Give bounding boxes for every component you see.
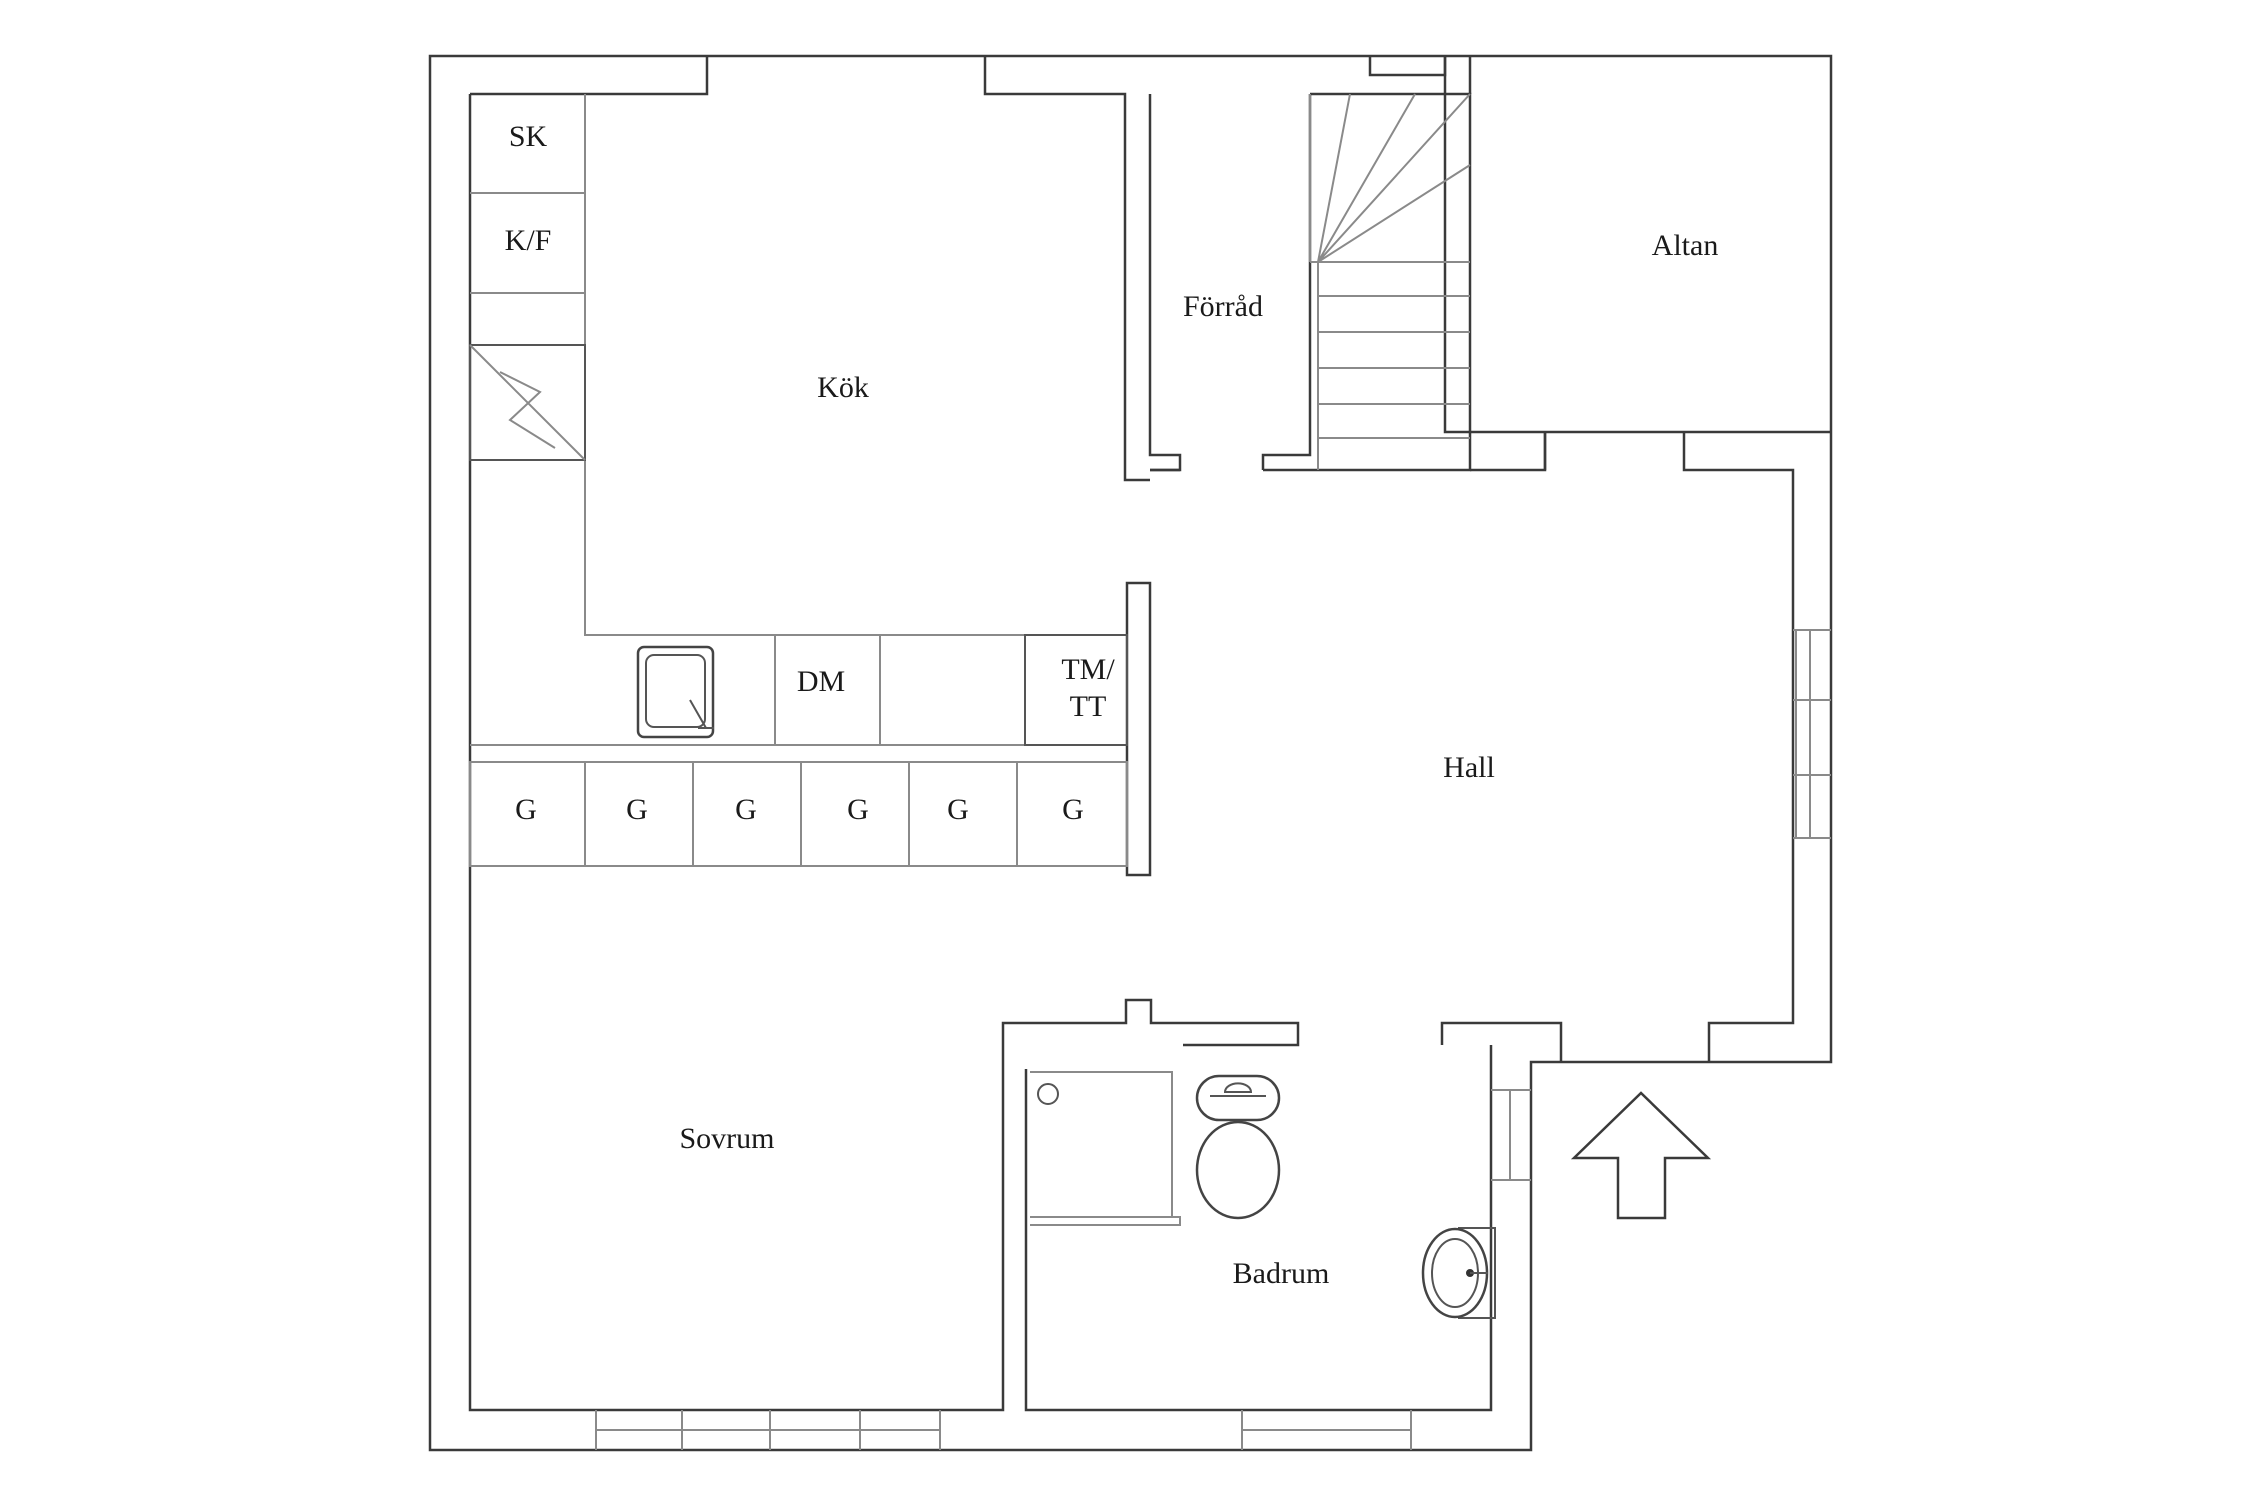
wardrobe-label: G	[847, 793, 869, 826]
label-dm: DM	[797, 665, 845, 698]
wardrobe-labels: G G G G G G	[515, 793, 1084, 826]
room-label-badrum: Badrum	[1233, 1257, 1330, 1290]
wardrobe-label: G	[626, 793, 648, 826]
room-label-kok: Kök	[817, 371, 869, 404]
kitchen-counter-left	[469, 94, 1127, 746]
shower	[1030, 1071, 1181, 1226]
interior-walls	[595, 56, 1831, 1450]
washbasin-icon	[1421, 1227, 1496, 1319]
room-label-forrad: Förråd	[1183, 290, 1263, 323]
staircase	[1309, 93, 1471, 470]
room-label-altan: Altan	[1652, 229, 1719, 262]
wardrobe-label: G	[1062, 793, 1084, 826]
wardrobe-label: G	[515, 793, 537, 826]
label-tt: TT	[1070, 690, 1107, 723]
room-label-sovrum: Sovrum	[679, 1122, 774, 1155]
wardrobe-label: G	[947, 793, 969, 826]
sink-icon	[636, 645, 715, 739]
wardrobe-row	[469, 761, 1128, 867]
drain-icon	[1037, 1083, 1059, 1105]
room-label-hall: Hall	[1443, 751, 1495, 784]
entrance-arrow-icon	[1570, 1091, 1712, 1220]
label-kf: K/F	[505, 224, 552, 257]
label-sk: SK	[509, 120, 548, 153]
wardrobe-label: G	[735, 793, 757, 826]
kitchen-counter-bottom	[636, 634, 1128, 746]
outer-walls	[428, 54, 1833, 1452]
label-tm: TM/	[1061, 653, 1115, 686]
toilet-icon	[1195, 1074, 1281, 1220]
